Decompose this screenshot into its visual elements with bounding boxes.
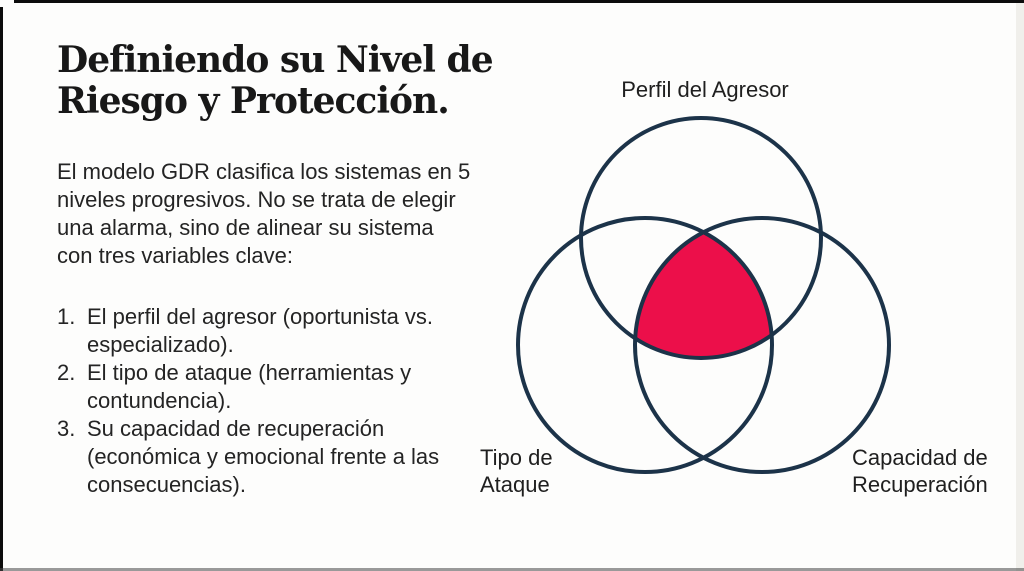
list-item: 3. Su capacidad de recuperación (económi… bbox=[57, 415, 439, 499]
frame-edge-bottom bbox=[0, 568, 1024, 571]
frame-edge-top bbox=[14, 0, 1024, 3]
list-item-number: 3. bbox=[57, 416, 76, 441]
list-item: 2. El tipo de ataque (herramientas y con… bbox=[57, 359, 439, 415]
venn-label-capacidad-de-recuperacion: Capacidad de Recuperación bbox=[852, 445, 988, 497]
list-item: 1. El perfil del agresor (oportunista vs… bbox=[57, 303, 439, 359]
list-item-number: 2. bbox=[57, 360, 76, 385]
list-item-text: El perfil del agresor (oportunista vs. e… bbox=[87, 304, 434, 357]
key-variables-list: 1. El perfil del agresor (oportunista vs… bbox=[57, 303, 439, 499]
list-item-text: Su capacidad de recuperación (económica … bbox=[87, 416, 440, 497]
venn-circle-perfil-del-agresor bbox=[579, 116, 823, 360]
frame-edge-right bbox=[1016, 0, 1024, 571]
list-item-text: El tipo de ataque (herramientas y contun… bbox=[87, 360, 412, 413]
slide-title: Definiendo su Nivel de Riesgo y Protecci… bbox=[57, 39, 494, 122]
venn-label-tipo-de-ataque: Tipo de Ataque bbox=[480, 445, 553, 497]
venn-circle-tipo-de-ataque bbox=[516, 216, 774, 474]
venn-circle-capacidad-de-recuperacion bbox=[633, 216, 891, 474]
intro-paragraph: El modelo GDR clasifica los sistemas en … bbox=[57, 159, 471, 268]
venn-label-perfil-del-agresor: Perfil del Agresor bbox=[621, 77, 789, 102]
frame-edge-left bbox=[0, 7, 3, 571]
list-item-number: 1. bbox=[57, 304, 76, 329]
